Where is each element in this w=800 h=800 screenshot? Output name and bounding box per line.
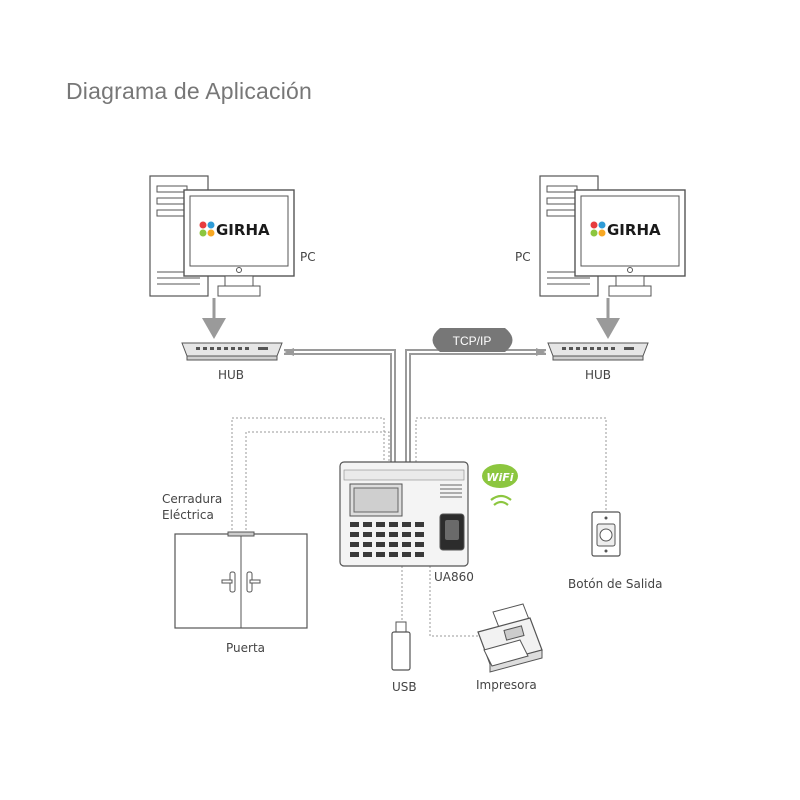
wifi-label: WiFi xyxy=(486,471,513,484)
logo-text: GIRHA xyxy=(216,221,270,239)
wifi-signal-icon xyxy=(490,494,512,506)
pc-left: GIRHA xyxy=(149,175,295,297)
network-lines xyxy=(284,349,546,462)
dotted-wiring xyxy=(231,417,607,637)
hub-label-left: HUB xyxy=(218,368,245,382)
printer-label: Impresora xyxy=(476,678,537,692)
girha-logo-left: GIRHA xyxy=(199,221,270,239)
usb-stick-icon xyxy=(391,621,411,671)
keypad xyxy=(350,522,424,557)
door xyxy=(174,531,308,629)
hub-right xyxy=(547,342,649,361)
pc-right: GIRHA xyxy=(539,175,686,297)
device-label: UA860 xyxy=(434,570,474,584)
electric-lock xyxy=(227,531,255,537)
exit-button-label: Botón de Salida xyxy=(568,577,663,591)
hub-label-right: HUB xyxy=(585,368,612,382)
usb-label: USB xyxy=(392,680,417,694)
girha-logo-mark xyxy=(590,221,606,237)
pc-label-right: PC xyxy=(515,250,531,264)
tcpip-badge: TCP/IP xyxy=(432,328,513,352)
door-handles xyxy=(221,571,261,593)
diagram-title: Diagrama de Aplicación xyxy=(66,78,313,104)
logo-text: GIRHA xyxy=(607,221,661,239)
arrow-into-hub-right xyxy=(536,348,546,356)
fingerprint-sensor xyxy=(439,513,465,551)
ua860-device xyxy=(339,461,469,567)
printer-icon xyxy=(477,603,543,673)
door-label: Puerta xyxy=(226,641,266,655)
lock-label-2: Eléctrica xyxy=(162,508,214,522)
hub-left xyxy=(181,342,283,361)
pc-label-left: PC xyxy=(300,250,316,264)
girha-logo-right: GIRHA xyxy=(590,221,661,239)
exit-button-device xyxy=(591,511,621,557)
girha-logo-mark xyxy=(199,221,215,237)
lock-label: Cerradura xyxy=(162,492,223,506)
wifi-logo: WiFi xyxy=(482,464,518,506)
arrow-into-hub-left xyxy=(284,348,294,356)
tcpip-label: TCP/IP xyxy=(453,334,492,348)
